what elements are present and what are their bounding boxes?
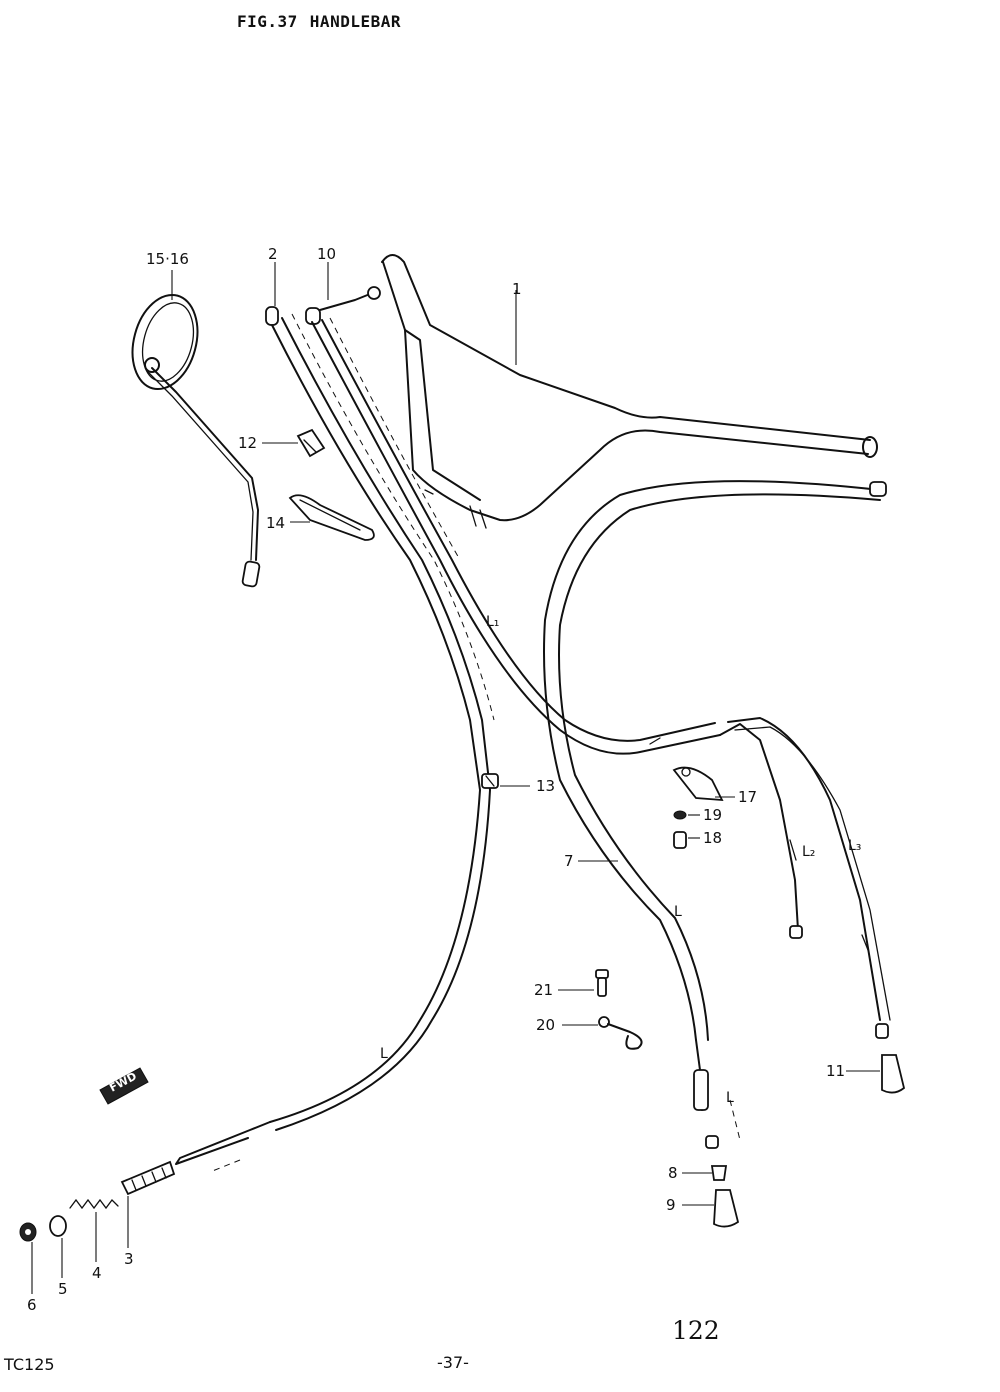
callout-19: 19	[703, 806, 722, 824]
bracket-17	[672, 766, 724, 802]
nut-19	[673, 810, 687, 820]
cable-length-labels: L₁ L₂ L₃ L L L	[380, 614, 861, 1106]
callout-14: 14	[266, 514, 285, 532]
callout-3: 3	[124, 1250, 134, 1268]
callout-10: 10	[317, 245, 336, 263]
front-brake-cable	[543, 480, 887, 1149]
callout-2: 2	[268, 245, 278, 263]
leader-lines	[31, 262, 880, 1294]
length-label-l2: L₂	[802, 844, 815, 860]
bolt-21	[595, 969, 609, 997]
callout-18: 18	[703, 829, 722, 847]
boot-9	[713, 1189, 740, 1228]
fwd-arrow-marker: FWD	[99, 1067, 149, 1105]
choke-cable	[305, 286, 891, 1039]
figure-title: FIG.37 HANDLEBAR	[237, 12, 413, 31]
callout-20: 20	[536, 1016, 555, 1034]
clip-20	[598, 1016, 643, 1050]
handlebar	[381, 254, 878, 529]
cable-guide-12	[296, 428, 326, 458]
callout-8: 8	[668, 1164, 678, 1182]
callout-13: 13	[536, 777, 555, 795]
callout-9: 9	[666, 1196, 676, 1214]
length-label-l-lower: L	[726, 1090, 734, 1106]
callouts: 15·16 2 10 1 12 14 13 17 19 18 7 21 20 1…	[27, 245, 845, 1314]
spring-4	[69, 1198, 119, 1210]
callout-5: 5	[58, 1280, 68, 1298]
figure-number: FIG.37	[237, 12, 298, 31]
page-number: -37-	[437, 1353, 469, 1372]
length-label-l-brake: L	[674, 904, 682, 920]
length-label-l3: L₃	[848, 838, 861, 854]
callout-6: 6	[27, 1296, 37, 1314]
clamp-13	[481, 773, 499, 789]
throttle-cable	[175, 306, 495, 1173]
callout-7: 7	[564, 852, 574, 870]
length-label-l-throttle: L	[380, 1046, 388, 1062]
model-code: TC125	[4, 1355, 55, 1374]
bolt-18	[673, 831, 687, 849]
boot-11	[881, 1054, 906, 1094]
mirror	[131, 293, 261, 588]
length-label-l1: L₁	[486, 614, 499, 630]
callout-12: 12	[238, 434, 257, 452]
callout-4: 4	[92, 1264, 102, 1282]
figure-name: HANDLEBAR	[309, 12, 401, 31]
callout-1: 1	[512, 280, 522, 298]
nut-5	[49, 1215, 67, 1237]
washer-8	[710, 1165, 728, 1181]
nut-6	[19, 1222, 37, 1242]
callout-11: 11	[826, 1062, 845, 1080]
page-reference-number: 122	[672, 1316, 720, 1345]
callout-17: 17	[738, 788, 757, 806]
bracket-14	[288, 494, 375, 541]
callout-21: 21	[534, 981, 553, 999]
adjuster-3	[120, 1160, 176, 1196]
callout-15-16: 15·16	[146, 250, 189, 268]
